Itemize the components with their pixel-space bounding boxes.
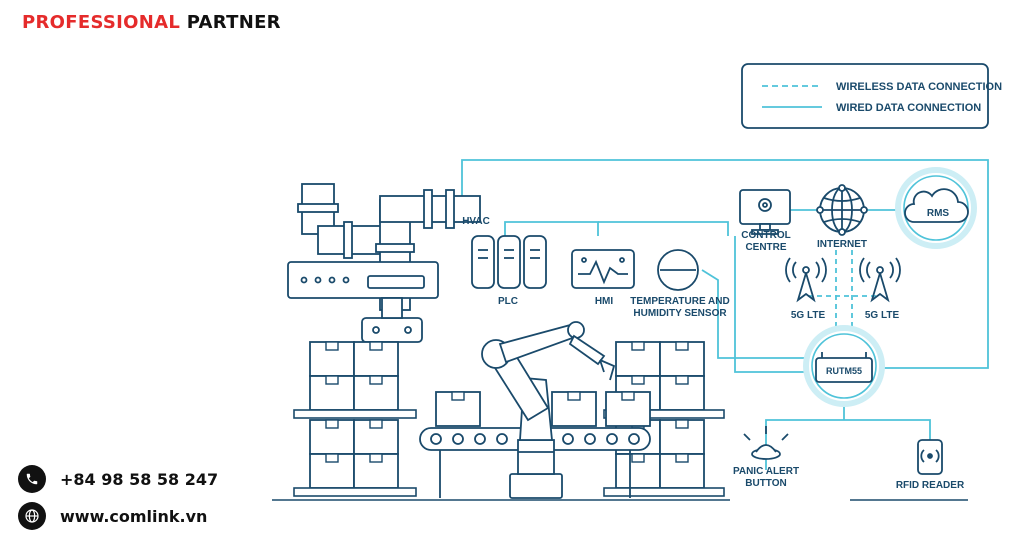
wireless-connections (808, 250, 880, 330)
legend-wired: WIRED DATA CONNECTION (836, 102, 981, 114)
lte-tower-left-icon (785, 257, 827, 303)
label-control-1: CONTROL (741, 230, 790, 241)
label-rfid: RFID READER (896, 480, 965, 491)
label-lte-left: 5G LTE (791, 310, 826, 321)
globe-icon (816, 184, 868, 236)
label-internet: INTERNET (817, 239, 867, 250)
label-control-2: CENTRE (745, 242, 786, 253)
hmi-icon (571, 249, 635, 289)
left-shelving (293, 341, 417, 497)
label-sensor-1: TEMPERATURE AND (630, 296, 729, 307)
brand-rest: PARTNER (186, 12, 281, 33)
control-centre-icon (739, 189, 791, 235)
panic-button-icon (743, 426, 789, 460)
right-shelving (603, 341, 725, 497)
label-rms: RMS (927, 208, 950, 219)
cloud-icon (904, 188, 969, 223)
label-hmi: HMI (595, 296, 614, 307)
brand-title: PROFESSIONAL PARTNER (22, 12, 281, 33)
rfid-reader-icon (917, 439, 943, 475)
lte-tower-right-icon (859, 257, 901, 303)
legend-wireless: WIRELESS DATA CONNECTION (836, 81, 1002, 93)
label-hvac: HVAC (462, 216, 490, 227)
label-panic-1: PANIC ALERT (733, 466, 799, 477)
label-lte-right: 5G LTE (865, 310, 900, 321)
brand-accent: PROFESSIONAL (22, 12, 181, 33)
contact-website[interactable]: www.comlink.vn (18, 502, 207, 530)
phone-number: +84 98 58 58 247 (60, 469, 219, 489)
globe-web-icon (18, 502, 46, 530)
website-url: www.comlink.vn (60, 506, 208, 526)
label-panic-2: BUTTON (745, 478, 786, 489)
phone-icon (18, 465, 46, 493)
robotic-arm (481, 321, 616, 499)
label-router: RUTM55 (826, 366, 862, 376)
rms-cloud: RMS (895, 167, 977, 249)
plc-icon (471, 235, 547, 289)
router-icon (815, 357, 873, 383)
label-plc: PLC (498, 296, 518, 307)
hvac-pipes (287, 183, 481, 343)
router-hub: RUTM55 (803, 325, 885, 407)
sensor-icon (657, 249, 699, 291)
legend: WIRELESS DATA CONNECTION WIRED DATA CONN… (741, 63, 1002, 129)
contact-phone[interactable]: +84 98 58 58 247 (18, 465, 218, 493)
label-sensor-2: HUMIDITY SENSOR (633, 308, 727, 319)
